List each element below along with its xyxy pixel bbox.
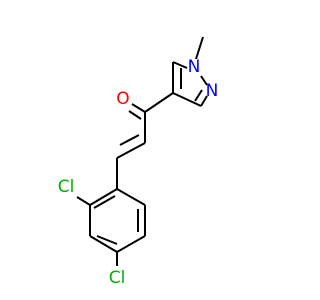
bond-ring-c1-c2 [89, 188, 118, 206]
bond-ring-c4-c5 [116, 235, 146, 253]
bond-carbonyl-o [131, 103, 146, 113]
bond-n2-n1 [200, 75, 208, 86]
bond-methyl-n [195, 36, 204, 60]
bond-n1-c5 [172, 61, 188, 69]
nitrogen-ring-atom-label: N [206, 81, 219, 101]
molecule-structure: O N N Cl Cl [58, 36, 219, 288]
bond-carbonyl-o-double [128, 110, 142, 120]
bonds [76, 36, 208, 266]
chlorine-para-atom-label: Cl [109, 268, 126, 288]
oxygen-atom-label: O [116, 89, 129, 109]
bond-ring-c1-c2-double [93, 195, 116, 209]
atom-labels: O N N Cl Cl [58, 57, 219, 288]
bond-c3-n2 [200, 95, 208, 107]
bond-c4-c3 [172, 92, 202, 107]
bond-ring-c6-c1 [116, 188, 146, 206]
bond-alkene-double [119, 134, 140, 146]
bond-c3-n2-double [194, 89, 203, 102]
bond-c4-carbonyl [144, 92, 174, 113]
nitrogen-methyl-atom-label: N [188, 57, 201, 77]
bond-ring-c3-c4-double [96, 235, 118, 245]
bond-ring-c3-c4 [89, 235, 118, 253]
chlorine-ortho-atom-label: Cl [58, 177, 75, 197]
bond-c2-cl [76, 196, 91, 206]
bond-alkene [116, 142, 146, 159]
